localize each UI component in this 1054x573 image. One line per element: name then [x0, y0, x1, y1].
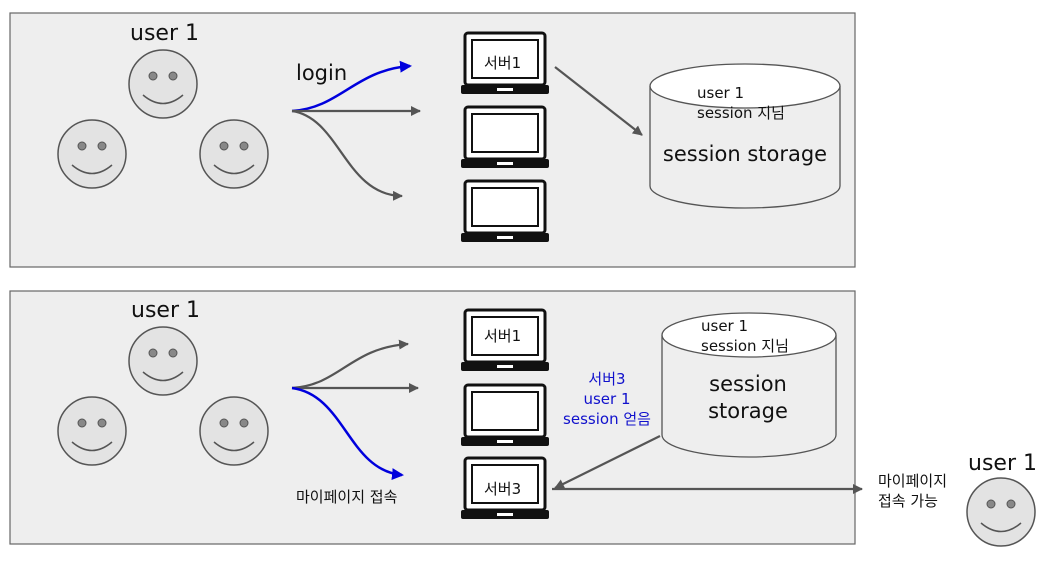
store-arrow [554, 66, 643, 136]
session-fetch-arrow [554, 435, 661, 489]
storage-title: session [709, 372, 787, 396]
server-2-icon [459, 383, 551, 448]
server-1-icon: 서버1 [459, 308, 551, 373]
panel-login: user 1 login 서버1 user 1 session 지님 sessi… [9, 12, 856, 268]
session-storage-cylinder: user 1 session 지님 session storage [649, 63, 841, 209]
svg-text:user 1: user 1 [583, 390, 630, 408]
user-face-icon [199, 396, 269, 466]
result-label: 마이페이지 [878, 472, 947, 490]
login-arrow [291, 60, 412, 113]
server-label: 서버1 [484, 327, 521, 345]
storage-user: user 1 [697, 84, 744, 102]
route-arrow [291, 339, 409, 390]
server-label: 서버3 [484, 480, 521, 498]
result-user: 마이페이지 접속 가능 user 1 [878, 451, 1037, 547]
user-face-icon [966, 477, 1036, 547]
user-label: user 1 [968, 451, 1037, 476]
session-note: 서버3 user 1 session 얻음 [563, 370, 651, 428]
user-label: user 1 [130, 21, 199, 46]
server-3-icon: 서버3 [459, 456, 551, 521]
session-storage-cylinder: user 1 session 지님 session storage [661, 312, 837, 458]
server-2-icon [459, 105, 551, 170]
result-label: 접속 가능 [878, 492, 938, 510]
mypage-arrow [291, 386, 404, 481]
user-face-icon [128, 326, 198, 396]
svg-text:서버3: 서버3 [588, 370, 625, 388]
panel-mypage: user 1 마이페이지 접속 서버1 서버3 서버3 user 1 sessi… [9, 290, 863, 545]
user-label: user 1 [131, 298, 200, 323]
storage-title: session storage [663, 142, 827, 166]
server-3-icon [459, 179, 551, 244]
route-arrow [291, 109, 403, 201]
server-label: 서버1 [484, 54, 521, 72]
user-face-icon [128, 49, 198, 119]
user-face-icon [57, 119, 127, 189]
storage-session: session 지님 [697, 104, 785, 122]
user-face-icon [199, 119, 269, 189]
user-face-icon [57, 396, 127, 466]
server-1-icon: 서버1 [459, 31, 551, 96]
login-label: login [296, 61, 347, 85]
storage-user: user 1 [701, 317, 748, 335]
mypage-label: 마이페이지 접속 [296, 488, 398, 506]
storage-title: storage [708, 399, 788, 423]
storage-session: session 지님 [701, 337, 789, 355]
svg-text:session 얻음: session 얻음 [563, 410, 651, 428]
